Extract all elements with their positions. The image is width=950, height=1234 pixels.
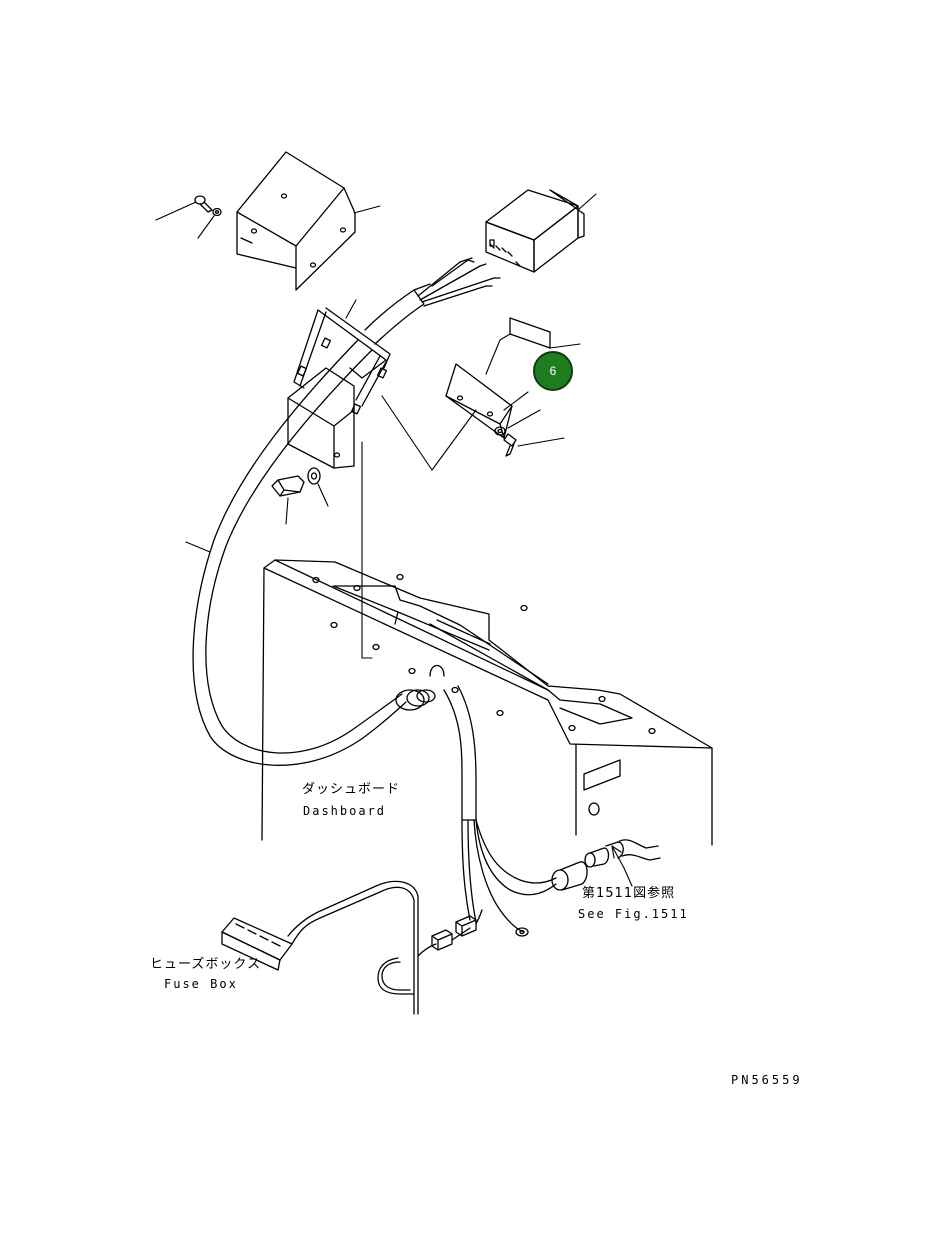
fuse-box-label-en: Fuse Box <box>164 977 238 991</box>
bolt-center <box>272 468 320 496</box>
screw-bolt-left <box>195 196 221 216</box>
meter-unit <box>486 190 584 272</box>
wire-harness-upper <box>365 258 500 344</box>
fig-ref-label-jp: 第1511図参照 <box>582 886 676 901</box>
dashboard-label-jp: ダッシュボード <box>302 782 401 797</box>
small-connectors <box>418 910 482 956</box>
meter-bracket <box>288 308 390 468</box>
callout-6[interactable]: 6 <box>533 351 573 391</box>
grommet <box>396 690 435 710</box>
dashboard-frame <box>262 560 712 845</box>
dashboard-label-en: Dashboard <box>303 804 387 818</box>
fig-ref-label-en: See Fig.1511 <box>578 907 689 921</box>
mounting-plate <box>446 318 550 438</box>
main-wire-harness <box>193 340 406 765</box>
meter-cover <box>237 152 355 290</box>
drawing-number: PN56559 <box>731 1073 803 1087</box>
fuse-box <box>222 881 418 1014</box>
connector-right <box>552 840 660 890</box>
fuse-box-label-jp: ヒューズボックス <box>150 957 261 972</box>
wire-harness-lower <box>444 686 556 936</box>
callout-6-number: 6 <box>549 364 557 378</box>
washer-screw-right <box>495 427 516 456</box>
leader-lines <box>156 194 632 886</box>
